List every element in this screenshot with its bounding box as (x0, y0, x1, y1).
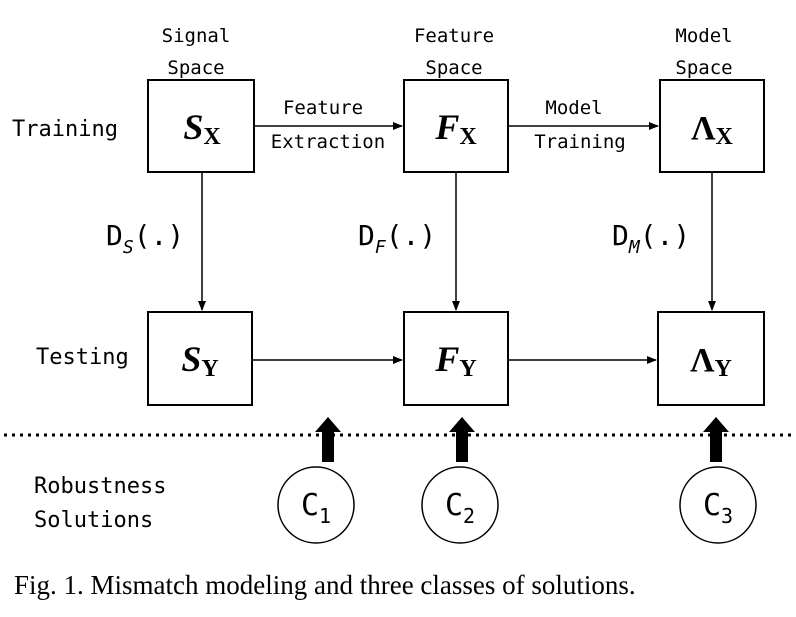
svg-text:SX: SX (183, 107, 221, 150)
training-row-label: Training (12, 117, 118, 142)
sx-main: S (183, 107, 203, 147)
solution-arrow-1 (315, 417, 341, 462)
signal-distortion-label: DS(.) (106, 219, 184, 258)
sy-main: S (181, 339, 201, 379)
feature-training-box: FX (403, 79, 509, 173)
fx-main: F (434, 107, 459, 147)
signal-testing-box: SY (147, 311, 253, 406)
signal-space-header-line2: Space (167, 57, 224, 79)
solution-c3: C3 (679, 466, 757, 544)
feature-space-header-line1: Feature (414, 25, 494, 47)
feature-distortion-label: DF(.) (358, 219, 436, 258)
model-space-header-line2: Space (675, 57, 732, 79)
svg-text:C3: C3 (703, 488, 733, 528)
model-training-label-line2: Training (534, 131, 626, 153)
signal-space-header-line1: Signal (162, 25, 231, 47)
ly-sub: Y (715, 356, 732, 382)
solution-c1: C1 (277, 466, 355, 544)
ly-main: Λ (690, 342, 715, 379)
svg-text:C2: C2 (445, 488, 475, 528)
lx-main: Λ (691, 110, 716, 147)
svg-text:SY: SY (181, 339, 218, 382)
signal-training-box: SX (147, 79, 255, 173)
lx-sub: X (716, 124, 734, 150)
feature-space-header-line2: Space (425, 57, 482, 79)
svg-text:ΛY: ΛY (690, 342, 732, 382)
robustness-label-line1: Robustness (34, 474, 166, 499)
solution-arrow-3 (703, 417, 729, 462)
fx-sub: X (459, 124, 477, 150)
solution-c2: C2 (421, 466, 499, 544)
robustness-label-line2: Solutions (34, 508, 153, 533)
model-testing-box: ΛY (657, 311, 765, 406)
svg-text:C1: C1 (301, 488, 331, 528)
model-training-box: ΛX (659, 79, 765, 173)
svg-text:FY: FY (434, 339, 476, 382)
sy-sub: Y (201, 356, 218, 382)
testing-row-label: Testing (36, 345, 129, 370)
fy-sub: Y (459, 356, 476, 382)
svg-text:FX: FX (434, 107, 477, 150)
feature-testing-box: FY (403, 311, 509, 406)
model-distortion-label: DM(.) (612, 219, 690, 258)
svg-text:ΛX: ΛX (691, 110, 733, 150)
solution-arrow-2 (449, 417, 475, 462)
model-training-label-line1: Model (545, 97, 602, 119)
sx-sub: X (203, 124, 221, 150)
figure-caption: Fig. 1. Mismatch modeling and three clas… (14, 570, 636, 600)
feature-extraction-label-line1: Feature (283, 97, 363, 119)
feature-extraction-label-line2: Extraction (271, 131, 385, 153)
model-space-header-line1: Model (675, 25, 732, 47)
fy-main: F (434, 339, 459, 379)
